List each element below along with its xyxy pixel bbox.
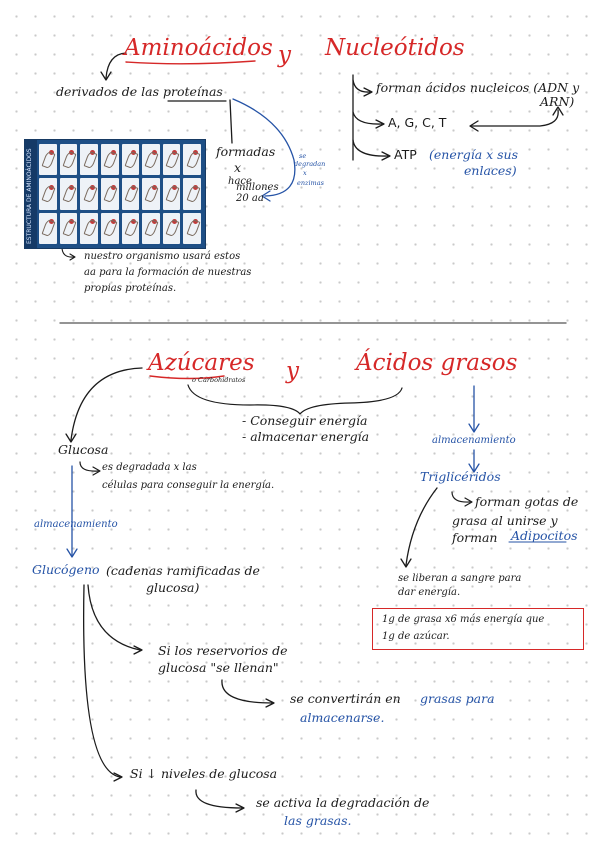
box-line-1: 1g de grasa x6 más energía que: [382, 614, 545, 625]
glucogeno-branch-2: [83, 584, 121, 778]
atp-energia: (energía x sus: [429, 147, 519, 162]
molecule-image: [162, 178, 181, 210]
glucogeno-note-1: (cadenas ramificadas de: [106, 563, 260, 578]
x-note: x: [303, 169, 307, 177]
title-aminoacidos: Aminoácidos: [124, 35, 273, 61]
formadas: formadas: [216, 144, 276, 159]
arrow-title-to-derivados: [105, 52, 127, 79]
arrow-trigliceridos-liberan: [405, 487, 438, 566]
forman-acidos-nucleicos: forman ácidos nucleicos (ADN y: [376, 80, 580, 95]
molecule-image: [121, 212, 140, 244]
las-grasas: las grasas.: [284, 813, 352, 828]
molecule-image: [142, 178, 160, 210]
atp: ATP: [394, 147, 417, 162]
title-y-top: y: [278, 42, 291, 68]
box-line-2: 1g de azúcar.: [382, 631, 450, 642]
se-note: se: [299, 152, 307, 160]
liberan-line-1: se liberan a sangre para: [398, 573, 522, 584]
veinte-aa: 20 aa: [236, 193, 264, 204]
organismo-line-1: nuestro organismo usará estos: [84, 251, 241, 262]
molecule-image: [142, 212, 160, 244]
almacenarse: almacenarse.: [300, 710, 385, 725]
conseguir-energia: - Conseguir energía: [242, 413, 368, 428]
molecule-image: [59, 178, 78, 210]
molecule-image: [142, 144, 160, 176]
arrow-reservorios: [221, 679, 273, 704]
organismo-line-2: aa para la formación de nuestras: [84, 267, 252, 278]
molecule-image: [121, 144, 140, 176]
title-y-bottom: y: [286, 358, 299, 384]
molecule-image: [183, 178, 201, 210]
forman-gotas-line-1: forman gotas de: [475, 494, 579, 509]
glucogeno: Glucógeno: [32, 562, 100, 577]
title-acidos-grasos: Ácidos grasos: [356, 350, 518, 376]
millones: millones: [236, 182, 279, 193]
glucogeno-note-2: glucosa): [146, 580, 200, 595]
molecule-image: [80, 144, 98, 176]
aminoacid-structures-photo: ESTRUCTURA DE AMINOÁCIDOS: [24, 139, 206, 249]
reservorios-line-1: Si los reservorios de: [158, 643, 288, 658]
degradada-line-1: es degradada x las: [102, 462, 197, 473]
almacenar-energia: - almacenar energía: [242, 429, 370, 444]
almacenamiento-left: almacenamiento: [34, 519, 118, 530]
hace: hace: [228, 176, 252, 187]
underline-azucares: [149, 375, 225, 380]
degradan-note: degradan: [294, 160, 326, 168]
energy-comparison-box: [372, 608, 584, 650]
molecule-image: [80, 178, 98, 210]
derivados-proteinas: derivados de las proteínas: [56, 84, 223, 99]
molecule-image: [100, 212, 119, 244]
title-nucleotidos: Nucleótidos: [325, 35, 465, 61]
molecule-image: [183, 212, 201, 244]
glucosa: Glucosa: [58, 442, 109, 457]
arn: ARN): [540, 94, 575, 109]
molecule-image: [121, 178, 140, 210]
arrow-niveles: [195, 789, 243, 809]
arrow-to-formadas: [229, 99, 233, 144]
arrow-bases-arn: [471, 109, 559, 127]
niveles-glucosa: Si ↓ niveles de glucosa: [130, 766, 278, 781]
se-activa: se activa la degradación de: [256, 795, 430, 810]
title-azucares: Azúcares: [148, 350, 255, 376]
forman-gotas-line-3: forman: [452, 530, 498, 545]
atp-enlaces: enlaces): [464, 163, 517, 178]
adipocitos: Adipocitos: [511, 528, 578, 543]
glucogeno-branch-1: [87, 584, 141, 651]
molecule-image: [183, 144, 201, 176]
arrow-glucosa-degradada: [79, 461, 99, 472]
molecule-image: [59, 144, 78, 176]
molecule-image: [39, 144, 57, 176]
blue-curve-degradan: [232, 98, 296, 197]
molecule-image: [100, 178, 119, 210]
molecule-image: [100, 144, 119, 176]
reservorios-line-2: glucosa "se llenan": [158, 660, 279, 675]
molecule-image: [162, 212, 181, 244]
liberan-line-2: dar energía.: [398, 587, 461, 598]
formadas-x: x: [234, 160, 242, 175]
molecule-image: [80, 212, 98, 244]
molecule-image: [59, 212, 78, 244]
se-convertiran: se convertirán en: [290, 691, 401, 706]
almacenamiento-right: almacenamiento: [432, 435, 516, 446]
molecule-image: [39, 178, 57, 210]
degradada-line-2: células para conseguir la energía.: [102, 480, 275, 491]
forman-gotas-line-2: grasa al unirse y: [452, 513, 558, 528]
grasas-para: grasas para: [420, 691, 495, 706]
molecule-image: [39, 212, 57, 244]
trigliceridos: Triglicéridos: [420, 469, 501, 484]
enzimas-note: enzimas: [297, 179, 324, 187]
brace: [187, 384, 403, 415]
carbohidratos-note: o Carbohidratos: [192, 376, 246, 384]
photo-label: ESTRUCTURA DE AMINOÁCIDOS: [26, 148, 33, 244]
underline-aminoacidos: [125, 60, 256, 65]
organismo-line-3: propias proteínas.: [84, 283, 177, 294]
bases-agct: A, G, C, T: [388, 115, 447, 130]
arrow-azucares-glucosa: [70, 367, 143, 441]
molecule-image: [162, 144, 181, 176]
